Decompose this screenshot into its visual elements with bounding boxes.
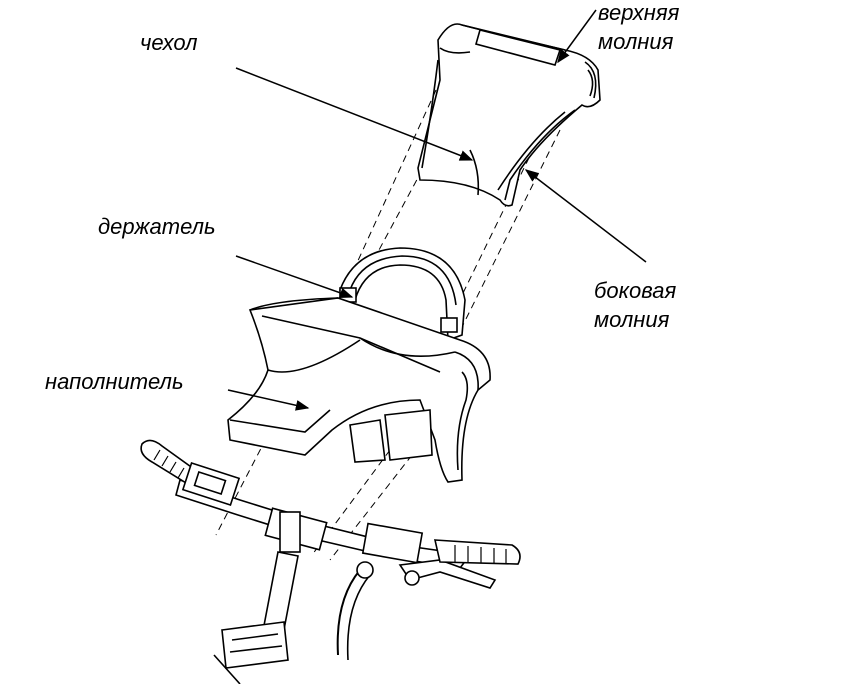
cover-part [417, 23, 601, 207]
arrow-top-zipper [557, 9, 597, 64]
label-holder: держатель [98, 214, 216, 239]
label-top-zipper-line2: молния [598, 29, 674, 54]
leader-arrows [227, 9, 647, 411]
arrow-side-zipper [524, 169, 647, 263]
arrow-filler [227, 389, 310, 411]
label-cover: чехол [140, 30, 198, 55]
filler-part [227, 297, 491, 483]
label-top-zipper-line1: верхняя [598, 0, 680, 25]
label-filler: наполнитель [45, 369, 184, 394]
label-side-zipper-line1: боковая [594, 278, 677, 303]
arrow-cover [235, 67, 474, 161]
handlebar-part [140, 439, 521, 684]
label-side-zipper-line2: молния [594, 307, 670, 332]
arrow-holder [235, 255, 354, 299]
